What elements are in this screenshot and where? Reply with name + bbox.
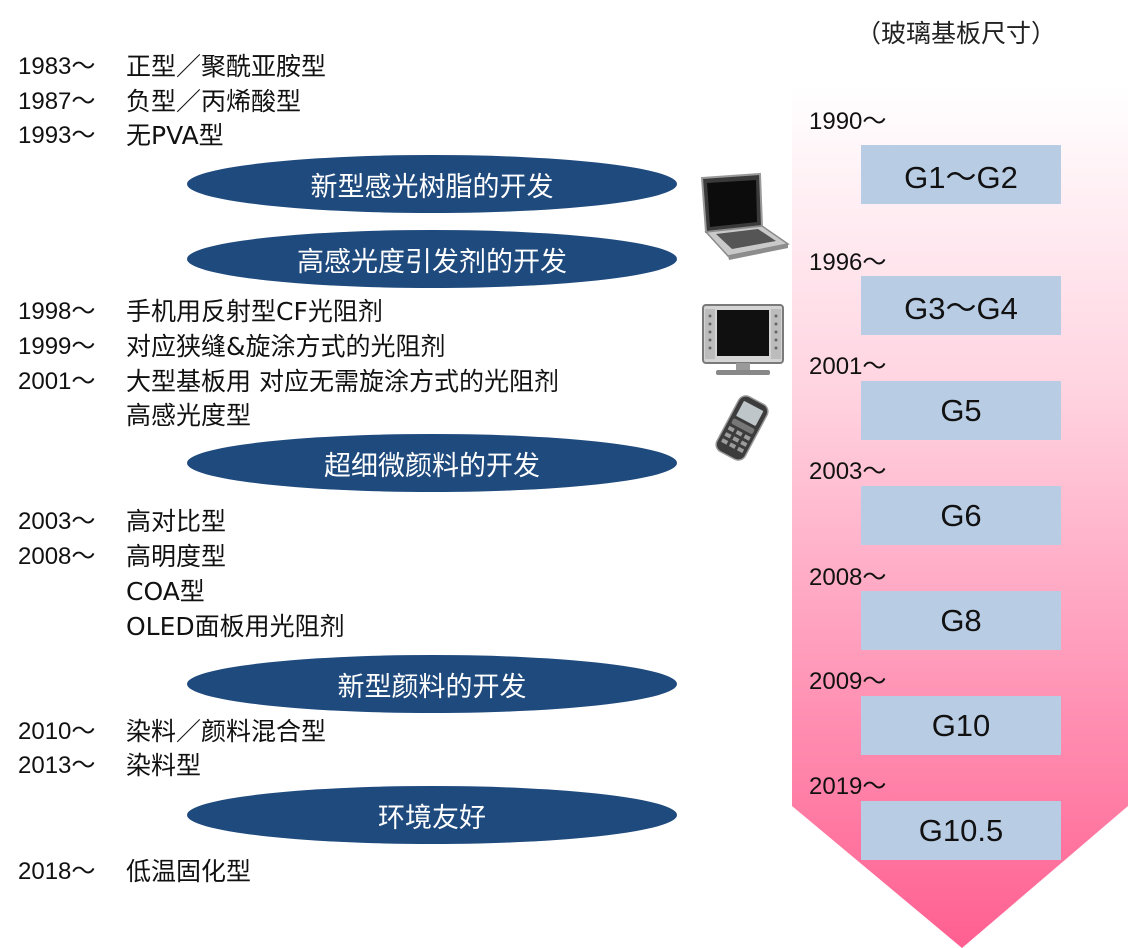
generation-box: G10 — [861, 696, 1061, 755]
generation-year: 2009～ — [809, 668, 887, 695]
entry-text: 负型／丙烯酸型 — [126, 87, 302, 116]
entry-year: 1998～ — [18, 298, 96, 325]
entry-text: 染料型 — [126, 751, 202, 780]
entry-year: 2018～ — [18, 858, 96, 885]
entry-year: 2008～ — [18, 543, 96, 570]
entry-text: COA型 — [126, 577, 205, 606]
milestone-new-pigment: 新型颜料的开发 — [187, 655, 677, 713]
laptop-icon — [700, 172, 790, 260]
generation-year: 2008～ — [809, 564, 887, 591]
generation-year: 1990～ — [809, 108, 887, 135]
generation-year: 2001～ — [809, 353, 887, 380]
generation-year: 2003～ — [809, 458, 887, 485]
milestone-ultrafine-pigment: 超细微颜料的开发 — [187, 434, 677, 492]
entry-text: 大型基板用 对应无需旋涂方式的光阻剂 — [126, 367, 559, 396]
entry-text: 高明度型 — [126, 542, 227, 571]
entry-text: 高感光度型 — [126, 401, 252, 430]
glass-size-caption: （玻璃基板尺寸） — [856, 19, 1057, 48]
entry-text: OLED面板用光阻剂 — [126, 612, 345, 641]
monitor-icon — [702, 304, 784, 375]
entry-year: 1987～ — [18, 88, 96, 115]
entry-year: 1999～ — [18, 333, 96, 360]
entry-year: 1983～ — [18, 53, 96, 80]
entry-text: 无PVA型 — [126, 121, 224, 150]
generation-box: G10.5 — [861, 801, 1061, 860]
milestone-photosensitive-resin: 新型感光树脂的开发 — [187, 155, 677, 213]
generation-box: G6 — [861, 486, 1061, 545]
entry-year: 2010～ — [18, 718, 96, 745]
milestone-initiator: 高感光度引发剂的开发 — [187, 230, 677, 288]
entry-year: 2001～ — [18, 368, 96, 395]
mobile-phone-icon — [715, 395, 769, 461]
generation-box: G8 — [861, 591, 1061, 650]
entry-text: 正型／聚酰亚胺型 — [126, 52, 327, 81]
milestone-eco-friendly: 环境友好 — [187, 786, 677, 844]
entry-text: 低温固化型 — [126, 857, 252, 886]
generation-year: 1996～ — [809, 249, 887, 276]
entry-text: 手机用反射型CF光阻剂 — [126, 297, 383, 326]
entry-text: 染料／颜料混合型 — [126, 717, 327, 746]
generation-box: G1～G2 — [861, 145, 1061, 204]
entry-year: 1993～ — [18, 122, 96, 149]
generation-box: G3～G4 — [861, 276, 1061, 335]
entry-text: 高对比型 — [126, 507, 227, 536]
entry-year: 2013～ — [18, 752, 96, 779]
generation-box: G5 — [861, 381, 1061, 440]
entry-year: 2003～ — [18, 508, 96, 535]
generation-year: 2019～ — [809, 773, 887, 800]
entry-text: 对应狭缝&旋涂方式的光阻剂 — [126, 332, 446, 361]
